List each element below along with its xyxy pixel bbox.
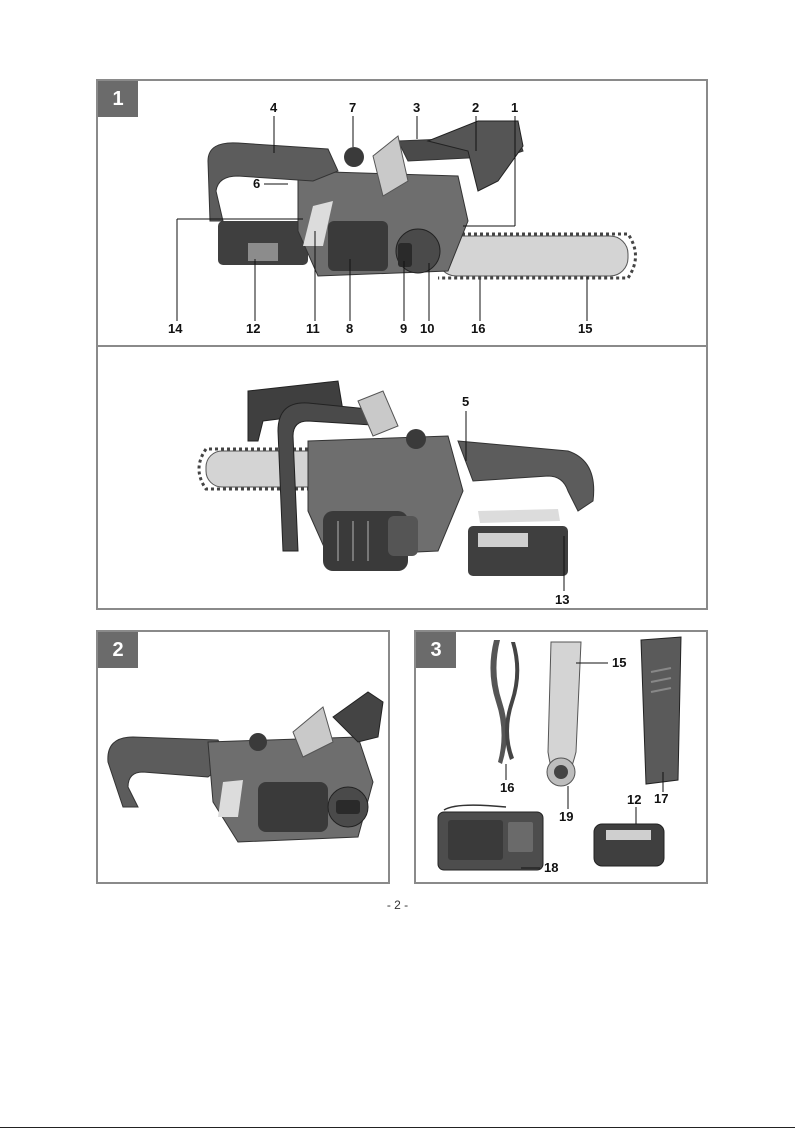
chainsaw-side-view-no-bar [108, 692, 383, 842]
callout-11: 11 [306, 321, 320, 336]
callout-8: 8 [346, 321, 353, 336]
callout-16: 16 [500, 780, 514, 795]
callout-15: 15 [612, 655, 626, 670]
figure-3: 3 16 [414, 630, 708, 884]
figure-2-drawing [98, 632, 390, 884]
callout-16: 16 [471, 321, 485, 336]
callout-15: 15 [578, 321, 592, 336]
callout-12: 12 [246, 321, 260, 336]
callout-7: 7 [349, 100, 356, 115]
chainsaw-bottom-view [199, 381, 594, 576]
callout-6: 6 [253, 176, 260, 191]
battery-charger [438, 805, 543, 870]
callout-10: 10 [420, 321, 434, 336]
callout-3: 3 [413, 100, 420, 115]
callout-1: 1 [511, 100, 518, 115]
figure-1: 1 [96, 79, 708, 610]
callout-13: 13 [555, 592, 569, 607]
callout-9: 9 [400, 321, 407, 336]
callout-4: 4 [270, 100, 278, 115]
callout-19: 19 [559, 809, 573, 824]
callout-12: 12 [627, 792, 641, 807]
figure-2: 2 [96, 630, 390, 884]
figure-1-drawing: 4 7 3 2 1 6 14 12 11 8 9 10 16 [98, 81, 708, 610]
callout-14: 14 [168, 321, 183, 336]
guide-bar [547, 642, 581, 786]
callout-2: 2 [472, 100, 479, 115]
battery-pack [594, 824, 664, 866]
callout-18: 18 [544, 860, 558, 875]
callout-5: 5 [462, 394, 469, 409]
figure-3-drawing: 16 15 17 19 12 18 [416, 632, 708, 884]
chainsaw-top-view [208, 121, 636, 278]
saw-chain [490, 640, 519, 764]
chain-cover [641, 637, 681, 784]
callout-17: 17 [654, 791, 668, 806]
bottom-rule [0, 1127, 795, 1128]
page-number: - 2 - [0, 898, 795, 912]
